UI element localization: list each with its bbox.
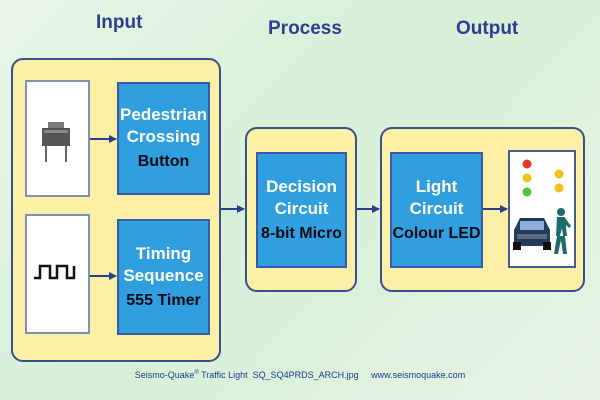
push-button-icon xyxy=(42,122,70,162)
input-heading: Input xyxy=(96,12,143,33)
footer-rest: Traffic Light SQ_SQ4PRDS_ARCH.jpg www.se… xyxy=(198,370,466,380)
footer-mark: ® xyxy=(194,370,199,376)
timing-line3: 555 Timer xyxy=(126,291,201,309)
light-circuit-box: Light Circuit Colour LED xyxy=(390,152,483,268)
light-line3: Colour LED xyxy=(392,224,481,242)
green-light-icon xyxy=(522,187,532,197)
timing-sequence-box: Timing Sequence 555 Timer xyxy=(117,219,210,335)
red-light-icon xyxy=(522,159,532,169)
footer-caption: Seismo-Quake® Traffic Light SQ_SQ4PRDS_A… xyxy=(0,370,600,380)
output-heading: Output xyxy=(456,18,519,39)
decision-line1: Decision xyxy=(266,176,337,196)
pedestrian-icon xyxy=(554,208,571,254)
pedestrian-line2: Crossing xyxy=(126,127,201,146)
amber-light-icon-2 xyxy=(554,169,564,179)
amber-light-icon xyxy=(522,173,532,183)
decision-line2: Circuit xyxy=(274,198,329,218)
pedestrian-line3: Button xyxy=(137,153,190,170)
traffic-light-image xyxy=(508,150,576,268)
light-line1: Light xyxy=(415,176,458,196)
pedestrian-line1: Pedestrian xyxy=(120,105,207,124)
footer-brand: Seismo-Quake xyxy=(134,370,195,380)
square-wave-icon xyxy=(34,264,76,280)
timing-line1: Timing xyxy=(135,243,192,263)
decision-circuit-box: Decision Circuit 8-bit Micro xyxy=(256,152,347,268)
pedestrian-crossing-box: Pedestrian Crossing Button xyxy=(117,82,210,195)
car-icon xyxy=(513,218,551,250)
square-wave-image xyxy=(25,214,90,334)
light-line2: Circuit xyxy=(409,198,464,218)
timing-line2: Sequence xyxy=(123,265,204,285)
decision-line3: 8-bit Micro xyxy=(261,224,342,242)
process-heading: Process xyxy=(268,18,342,39)
push-button-image xyxy=(25,80,90,197)
amber-light-icon-3 xyxy=(554,183,564,193)
traffic-light-icon xyxy=(513,159,571,254)
